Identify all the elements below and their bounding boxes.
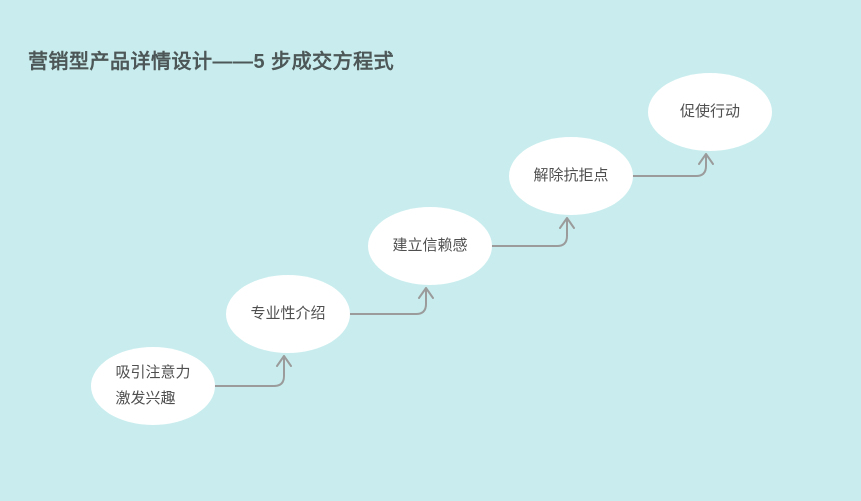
step-label: 专业性介绍 [250,305,326,322]
arrow-step1-to-step2 [213,355,292,387]
page-title: 营销型产品详情设计——5 步成交方程式 [28,51,395,73]
step-node-professional-intro[interactable]: 专业性介绍 [226,275,350,353]
step-node-attract-attention[interactable]: 吸引注意力 激发兴趣 [91,347,215,425]
step-node-prompt-action[interactable]: 促使行动 [648,73,772,151]
step-label: 促使行动 [679,103,740,120]
arrow-step4-to-step5 [631,153,714,177]
step-label: 吸引注意力 激发兴趣 [115,364,191,407]
step-node-remove-resistance[interactable]: 解除抗拒点 [509,137,633,215]
step-label: 解除抗拒点 [533,167,609,184]
arrow-step2-to-step3 [348,287,434,315]
step-label: 建立信赖感 [392,237,468,254]
arrow-group [213,153,714,387]
step-node-build-trust[interactable]: 建立信赖感 [368,207,492,285]
arrow-step3-to-step4 [490,217,575,247]
